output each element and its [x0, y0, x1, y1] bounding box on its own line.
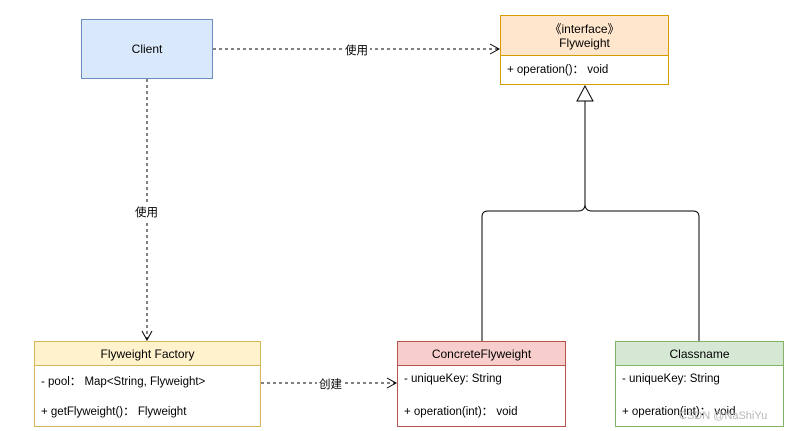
concrete-name: ConcreteFlyweight	[431, 346, 532, 361]
edge-classname-to-flyweight	[584, 203, 700, 341]
client-name: Client	[131, 42, 163, 56]
flyweight-interface[interactable]: 《interface》 Flyweight + operation()： voi…	[500, 15, 669, 85]
factory-attribute: - pool： Map<String, Flyweight>	[41, 376, 206, 388]
factory-operation: + getFlyweight()： Flyweight	[41, 406, 187, 418]
concrete-attribute: - uniqueKey: String	[404, 373, 502, 385]
concrete-flyweight-class[interactable]: ConcreteFlyweight - uniqueKey: String + …	[397, 341, 566, 427]
flyweight-name: Flyweight	[559, 35, 610, 50]
concrete-header: ConcreteFlyweight	[398, 342, 565, 366]
factory-name: Flyweight Factory	[100, 346, 195, 361]
concrete-operation: + operation(int)： void	[404, 406, 518, 418]
flyweight-stereotype: 《interface》	[549, 21, 620, 36]
flyweight-factory-class[interactable]: Flyweight Factory - pool： Map<String, Fl…	[34, 341, 261, 427]
flyweight-header: 《interface》 Flyweight	[501, 16, 668, 56]
edge-concrete-to-flyweight	[481, 101, 586, 341]
watermark: CSDN @NaShiYu	[679, 410, 768, 422]
classname-attribute: - uniqueKey: String	[622, 373, 720, 385]
factory-header: Flyweight Factory	[35, 342, 260, 366]
inheritance-triangle-icon	[576, 84, 594, 102]
edge-label-client-flyweight: 使用	[343, 42, 370, 58]
flyweight-operation: + operation()： void	[507, 64, 609, 76]
classname-header: Classname	[616, 342, 783, 366]
edge-label-factory-concrete: 创建	[317, 376, 344, 392]
classname-class[interactable]: Classname - uniqueKey: String + operatio…	[615, 341, 784, 427]
classname-operation: + operation(int)： void	[622, 406, 736, 418]
client-class[interactable]: Client	[81, 19, 213, 79]
classname-name: Classname	[669, 346, 730, 361]
edge-label-client-factory: 使用	[133, 204, 160, 220]
